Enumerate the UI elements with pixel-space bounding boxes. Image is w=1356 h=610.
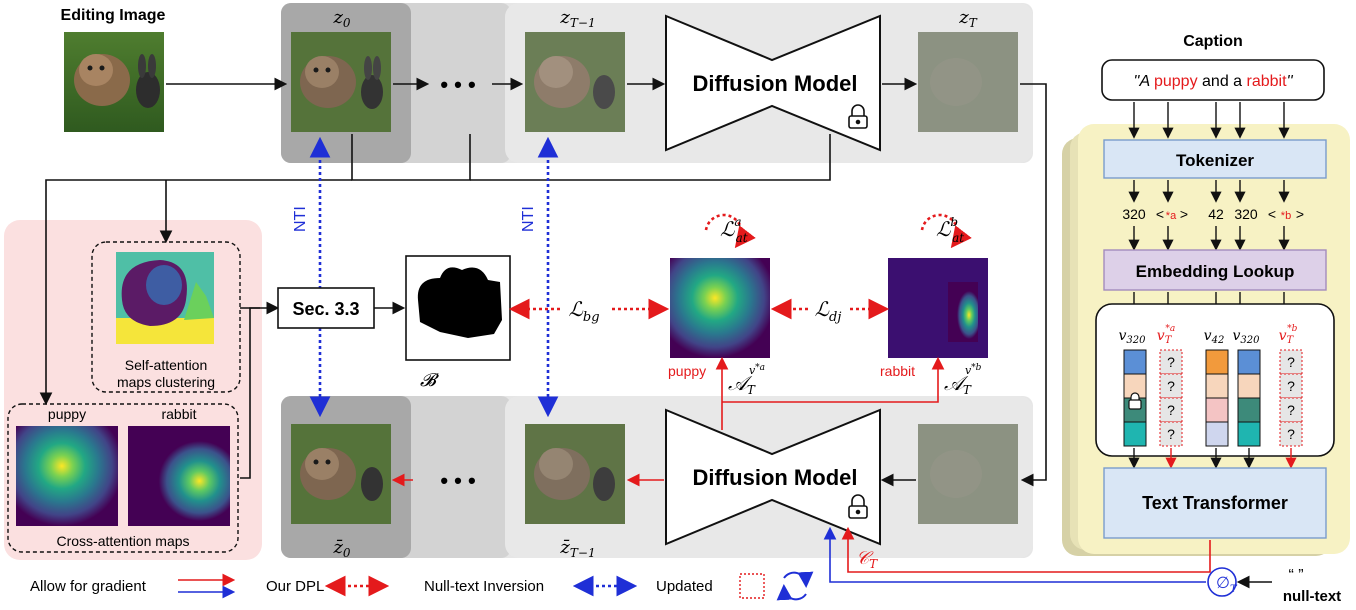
question-mark: ? [1167,402,1175,418]
zT1-image [525,32,625,132]
embedding-box [1103,249,1327,291]
vector-vTa [1159,349,1183,447]
tokenizer-label: Tokenizer [1176,151,1254,170]
legend-updated-box [739,573,765,599]
attn-symbol-b: 𝒜Tv*b [944,363,982,397]
mask-shape [417,267,502,338]
diffusion-model-top [665,14,881,152]
question-mark: ? [1287,426,1295,442]
token-2: *a [1166,210,1177,222]
vector-v320-a [1123,349,1147,447]
token-8: > [1296,206,1304,222]
self-attention-label-1: Self-attention [125,357,208,373]
token-1: < [1156,206,1164,222]
vector-v42 [1205,349,1229,447]
nti-label-2: NTI [520,206,537,232]
update-loop-icon [704,213,756,249]
loss-bg: ℒbg [568,297,599,325]
attn-puppy-label: puppy [668,363,706,379]
text-transformer-label: Text Transformer [1142,493,1288,513]
null-embedding-circle [1207,567,1237,597]
question-mark: ? [1287,354,1295,370]
cross-attention-map-rabbit [128,426,230,526]
caption-text: ''A puppy and a rabbit'' [1133,73,1293,90]
nti-label: NTI [292,206,309,232]
diffusion-model-label-bottom: Diffusion Model [693,465,858,490]
tokenizer-box [1103,139,1327,179]
legend-nti: Null-text Inversion [424,578,544,595]
vector-vTb [1279,349,1303,447]
caption-title: Caption [1183,33,1243,50]
zbar0-image [291,424,391,524]
attention-map-puppy [670,258,770,358]
update-loop-icon [920,213,972,249]
cross-attention-map-puppy [16,426,118,526]
vTb-label: vT*b [1279,324,1298,346]
embedding-label: Embedding Lookup [1136,262,1295,281]
question-mark: ? [1287,378,1295,394]
null-quotes: “ ” [1288,567,1303,584]
dots-top: • • • [440,72,475,97]
lock-icon [848,494,868,519]
refresh-icon [783,571,814,588]
text-transformer-box [1103,467,1327,539]
loss-dj: ℒdj [815,297,842,325]
zT-bottom-image [918,424,1018,524]
token-4: 42 [1208,206,1224,222]
lock-icon [848,104,868,129]
token-5: 320 [1234,206,1258,222]
z0-label: z0 [332,7,350,30]
attention-map-rabbit [888,258,988,358]
vTa-label: vT*a [1157,324,1175,346]
z0-image [291,32,391,132]
diffusion-model-label: Diffusion Model [693,71,858,96]
question-mark: ? [1167,378,1175,394]
sec-label: Sec. 3.3 [292,299,359,319]
question-mark: ? [1167,426,1175,442]
token-6: < [1268,206,1276,222]
question-mark: ? [1287,402,1295,418]
mask-symbol: 𝓑 [420,370,439,391]
self-attention-map [116,252,214,344]
cross-attention-label: Cross-attention maps [56,533,189,549]
attn-rabbit-label: rabbit [880,363,915,379]
editing-image-title: Editing Image [61,7,166,24]
v320-label: v320 [1118,328,1146,346]
cross-puppy-label: puppy [48,406,86,422]
attn-symbol-a: 𝒜Tv*a [728,363,765,397]
null-text-label: null-text [1283,588,1341,605]
dots-bottom: • • • [440,468,475,493]
null-symbol: ∅T [1216,573,1238,595]
editing-image [64,32,164,132]
zbar0-label: z̄0 [332,537,350,560]
diffusion-model-bottom [665,408,881,546]
v320-label-2: v320 [1232,328,1260,346]
zT-label: zT [958,7,977,30]
legend-updated: Updated [656,578,713,595]
legend-gradient: Allow for gradient [30,578,147,595]
zbarT1-image [525,424,625,524]
zT1-label: zT−1 [559,7,595,30]
question-mark: ? [1167,354,1175,370]
v42-label: v42 [1204,328,1225,346]
vector-v320-b [1237,349,1261,447]
token-0: 320 [1122,206,1146,222]
token-3: > [1180,206,1188,222]
zT-image [918,32,1018,132]
cross-rabbit-label: rabbit [161,406,196,422]
caption-box [1101,59,1325,101]
legend-dpl: Our DPL [266,578,324,595]
self-attention-label-2: maps clustering [117,374,215,390]
sec-box [277,287,375,329]
zbarT1-label: z̄T−1 [559,537,595,560]
token-7: *b [1281,210,1291,222]
